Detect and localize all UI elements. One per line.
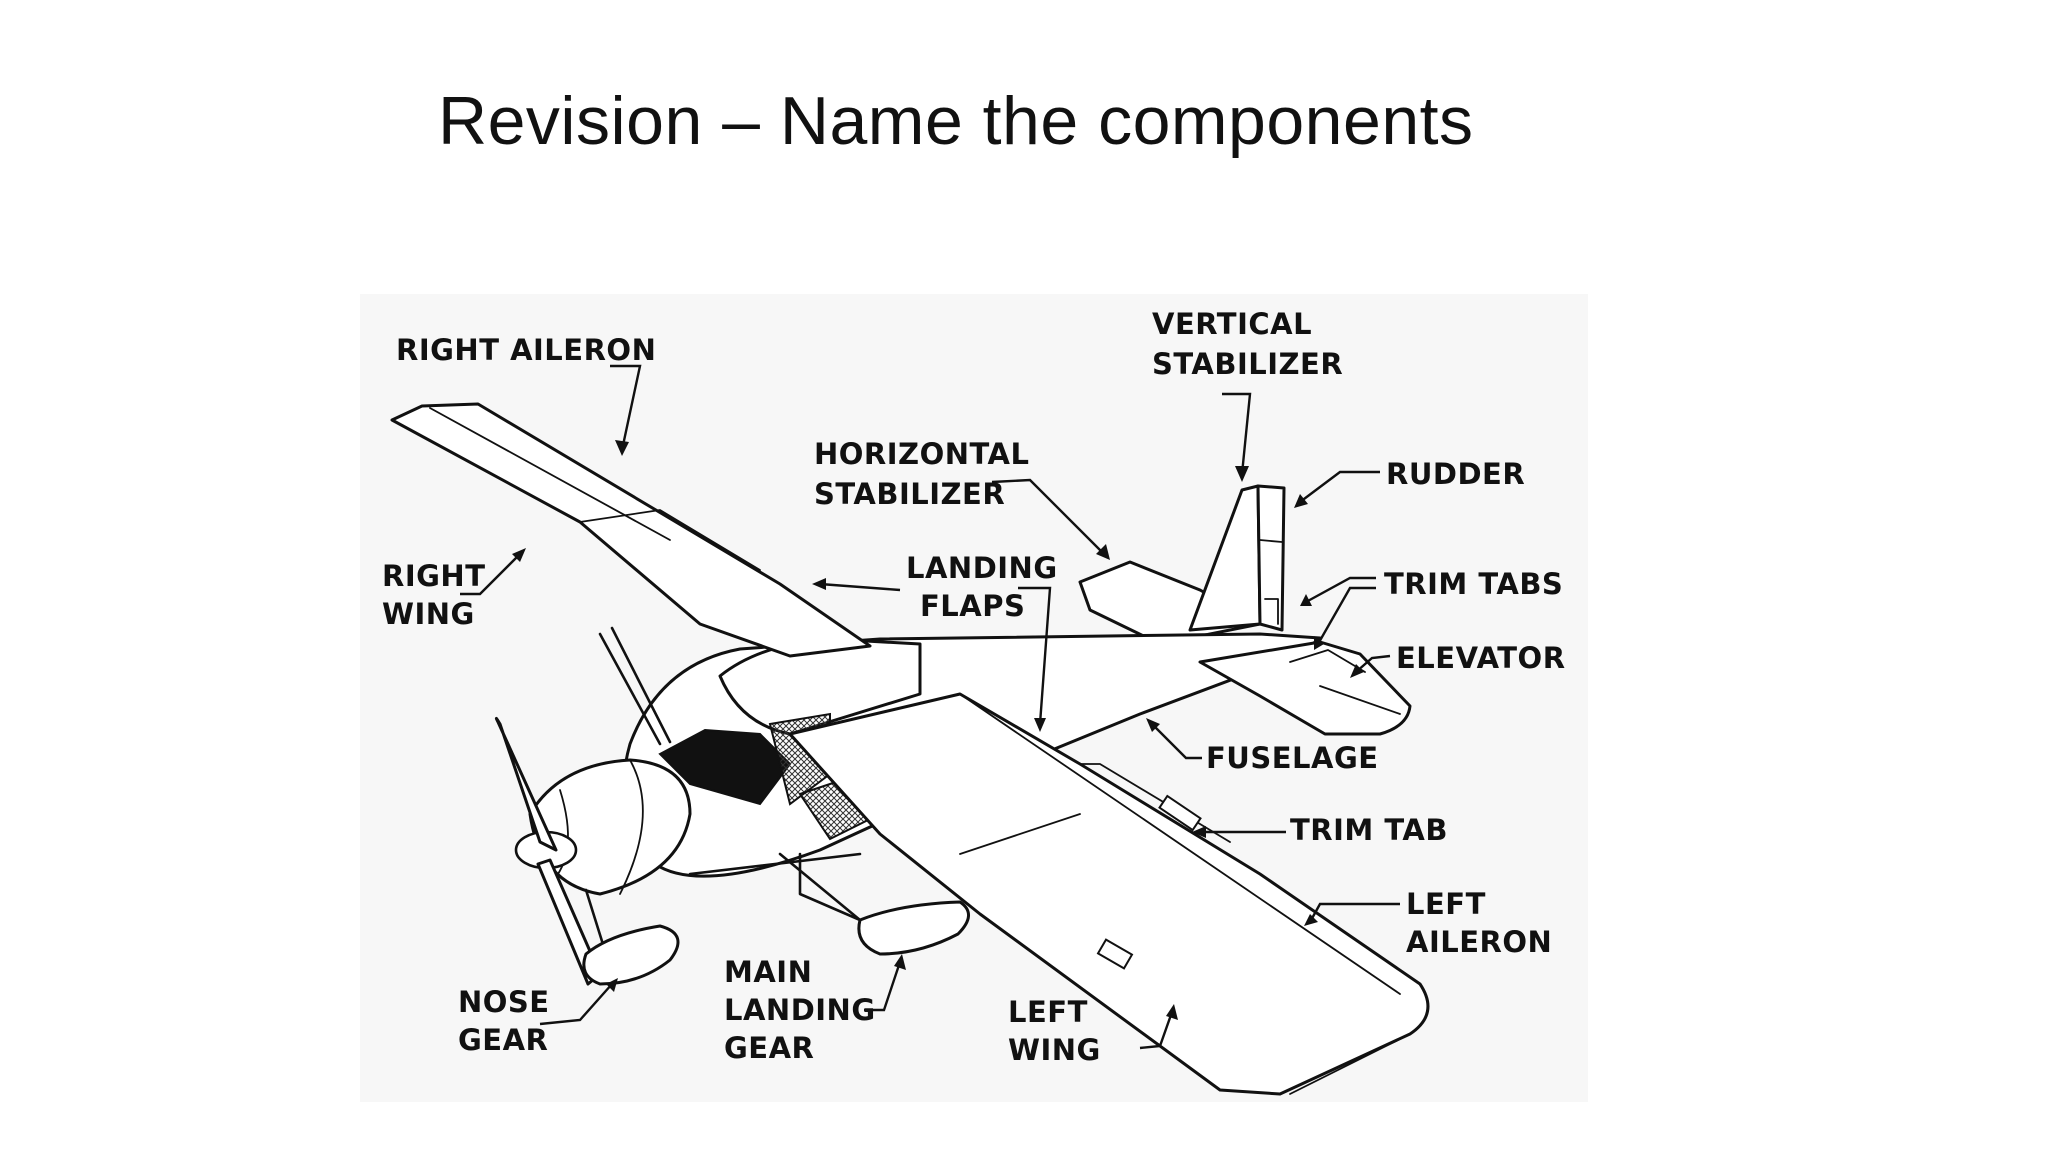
- label-vertical-stabilizer-line2: STABILIZER: [1152, 347, 1343, 381]
- label-main-landing-gear-line1: MAIN: [724, 955, 812, 989]
- label-rudder: RUDDER: [1386, 457, 1525, 491]
- label-left-aileron-line1: LEFT: [1406, 887, 1486, 921]
- label-vertical-stabilizer-line1: VERTICAL: [1152, 307, 1312, 341]
- airplane-illustration: RIGHT AILERON VERTICAL STABILIZER HORIZO…: [382, 307, 1566, 1096]
- label-elevator: ELEVATOR: [1396, 641, 1566, 675]
- right-wing-shape: [390, 402, 872, 658]
- component-labels: RIGHT AILERON VERTICAL STABILIZER HORIZO…: [382, 307, 1566, 1067]
- label-right-aileron: RIGHT AILERON: [396, 333, 656, 367]
- label-trim-tab: TRIM TAB: [1290, 813, 1448, 847]
- leader-lines: [460, 364, 1400, 1050]
- label-main-landing-gear-line2: LANDING: [724, 993, 876, 1027]
- main-gear-wheel: [857, 900, 970, 956]
- airplane-diagram: RIGHT AILERON VERTICAL STABILIZER HORIZO…: [360, 294, 1588, 1102]
- label-nose-gear-line1: NOSE: [458, 985, 550, 1019]
- label-landing-flaps-line2: FLAPS: [920, 589, 1025, 623]
- nose-gear-wheel: [582, 924, 680, 986]
- slide-title: Revision – Name the components: [438, 83, 1474, 159]
- label-fuselage: FUSELAGE: [1206, 741, 1379, 775]
- label-right-wing-line1: RIGHT: [382, 559, 485, 593]
- left-wing-shape: [788, 692, 1430, 1096]
- label-trim-tabs: TRIM TABS: [1384, 567, 1563, 601]
- label-left-wing-line1: LEFT: [1008, 995, 1088, 1029]
- label-left-wing-line2: WING: [1008, 1033, 1101, 1067]
- label-landing-flaps-line1: LANDING: [906, 551, 1058, 585]
- vertical-stabilizer-shape: [1188, 484, 1262, 632]
- label-left-aileron-line2: AILERON: [1406, 925, 1552, 959]
- airplane-drawing: [390, 402, 1430, 1096]
- label-right-wing-line2: WING: [382, 597, 475, 631]
- elevator-shape: [1198, 640, 1412, 736]
- label-nose-gear-line2: GEAR: [458, 1023, 548, 1057]
- label-horizontal-stabilizer-line1: HORIZONTAL: [814, 437, 1029, 471]
- label-main-landing-gear-line3: GEAR: [724, 1031, 814, 1065]
- label-horizontal-stabilizer-line2: STABILIZER: [814, 477, 1005, 511]
- rudder-shape: [1256, 484, 1286, 632]
